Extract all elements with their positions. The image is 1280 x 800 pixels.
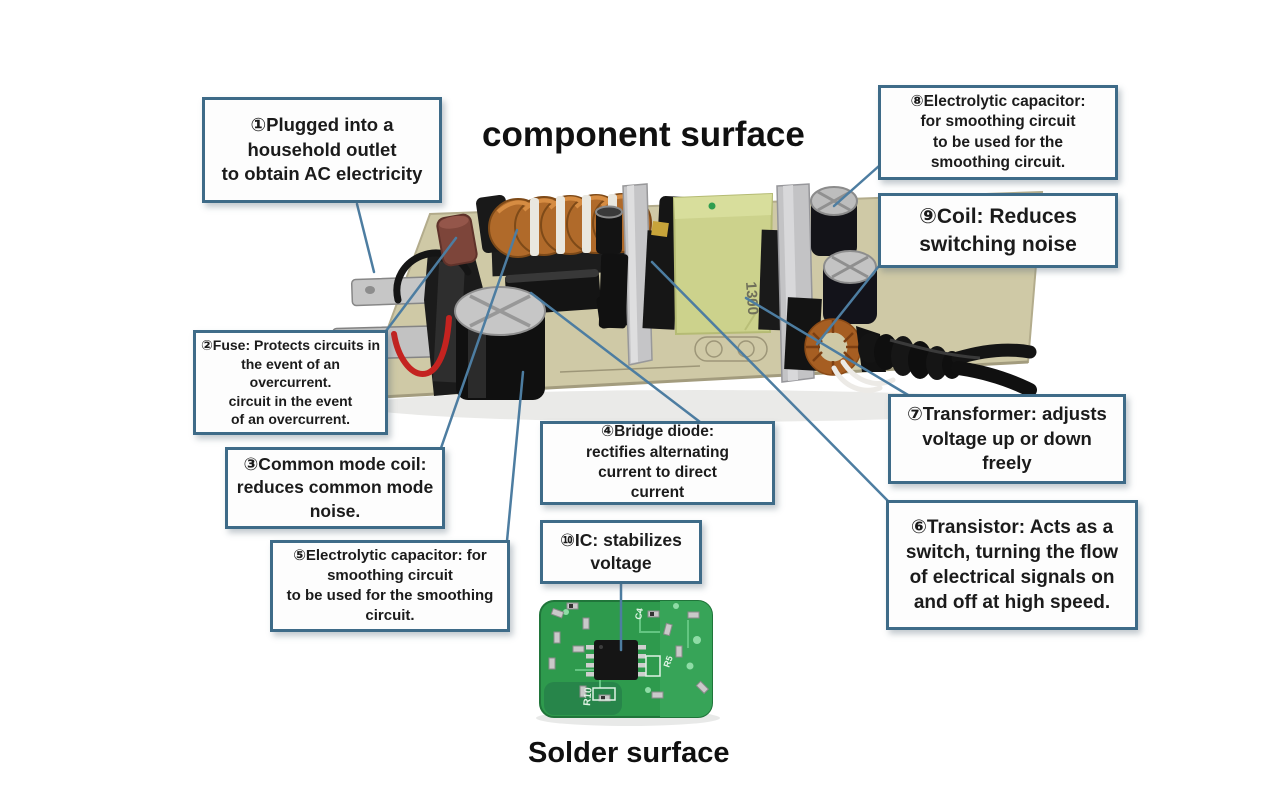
callout-common-mode-coil: ③Common mode coil: reduces common mode n… [225,447,445,529]
fuse-component [436,213,478,267]
leader-bridge-diode [529,291,702,424]
callout-ic-text: ⑩IC: stabilizes voltage [560,529,682,573]
component-surface-title: component surface [482,115,805,154]
ic-chip-component [586,640,646,680]
small-capacitor [595,205,623,254]
leader-plug [355,202,376,274]
transformer-marking: 1300 [742,281,761,315]
callout-common-mode-coil-text: ③Common mode coil: reduces common mode n… [236,454,434,521]
electrolytic-capacitor-bottom-right [823,250,877,324]
pcb-marking-c4: C4 [633,607,645,620]
callout-fuse: ②Fuse: Protects circuits in the event of… [193,330,388,435]
callout-plug: ①Plugged into a household outlet to obta… [202,97,442,203]
pcb-marking-r5: R5 [661,654,674,668]
red-wire [391,315,452,377]
pcb-marking-r10: R10 [582,687,595,707]
callout-transformer: ⑦Transformer: adjusts voltage up or down… [888,394,1126,484]
callout-coil: ⑨Coil: Reduces switching noise [878,193,1118,268]
callout-ic: ⑩IC: stabilizes voltage [540,520,702,584]
leader-capacitor-5 [505,370,525,543]
leader-common-mode-coil [439,228,519,450]
callout-bridge-diode-text: ④Bridge diode: rectifies alternating cur… [586,423,729,502]
power-cable [856,326,1037,397]
smd-dark-parts [569,604,654,700]
callout-electrolytic-capacitor-5-text: ⑤Electrolytic capacitor: for smoothing c… [286,547,494,624]
solder-surface-title: Solder surface [528,737,730,769]
electrolytic-capacitor-large [454,286,546,400]
callout-electrolytic-capacitor-8-text: ⑧Electrolytic capacitor: for smoothing c… [910,92,1086,171]
power-supply-board: 1300 [331,183,1044,422]
callout-plug-text: ①Plugged into a household outlet to obta… [221,114,423,185]
pcb-vias [563,603,701,693]
callout-electrolytic-capacitor-8: ⑧Electrolytic capacitor: for smoothing c… [878,85,1118,180]
silkscreen-box-2 [645,655,661,677]
callout-fuse-text: ②Fuse: Protects circuits in the event of… [200,337,381,428]
leader-transformer [744,296,910,397]
silkscreen-box-1 [592,687,616,701]
callout-coil-text: ⑨Coil: Reduces switching noise [919,204,1077,256]
callout-bridge-diode: ④Bridge diode: rectifies alternating cur… [540,421,775,505]
electrolytic-capacitor-top-right [810,186,858,256]
callout-electrolytic-capacitor-5: ⑤Electrolytic capacitor: for smoothing c… [270,540,510,632]
leader-capacitor-8 [832,164,881,208]
leader-coil [815,264,881,346]
callout-transistor: ⑥Transistor: Acts as a switch, turning t… [886,500,1138,630]
white-wires [831,359,896,393]
leader-fuse [384,236,458,333]
callout-transformer-text: ⑦Transformer: adjusts voltage up or down… [907,403,1107,474]
leader-transistor [650,260,890,503]
solder-pcb: R10 R5 C4 [536,600,720,726]
heatsink-left-highlight [627,185,638,363]
transistor-component [598,253,629,329]
callout-transistor-text: ⑥Transistor: Acts as a switch, turning t… [905,516,1119,614]
